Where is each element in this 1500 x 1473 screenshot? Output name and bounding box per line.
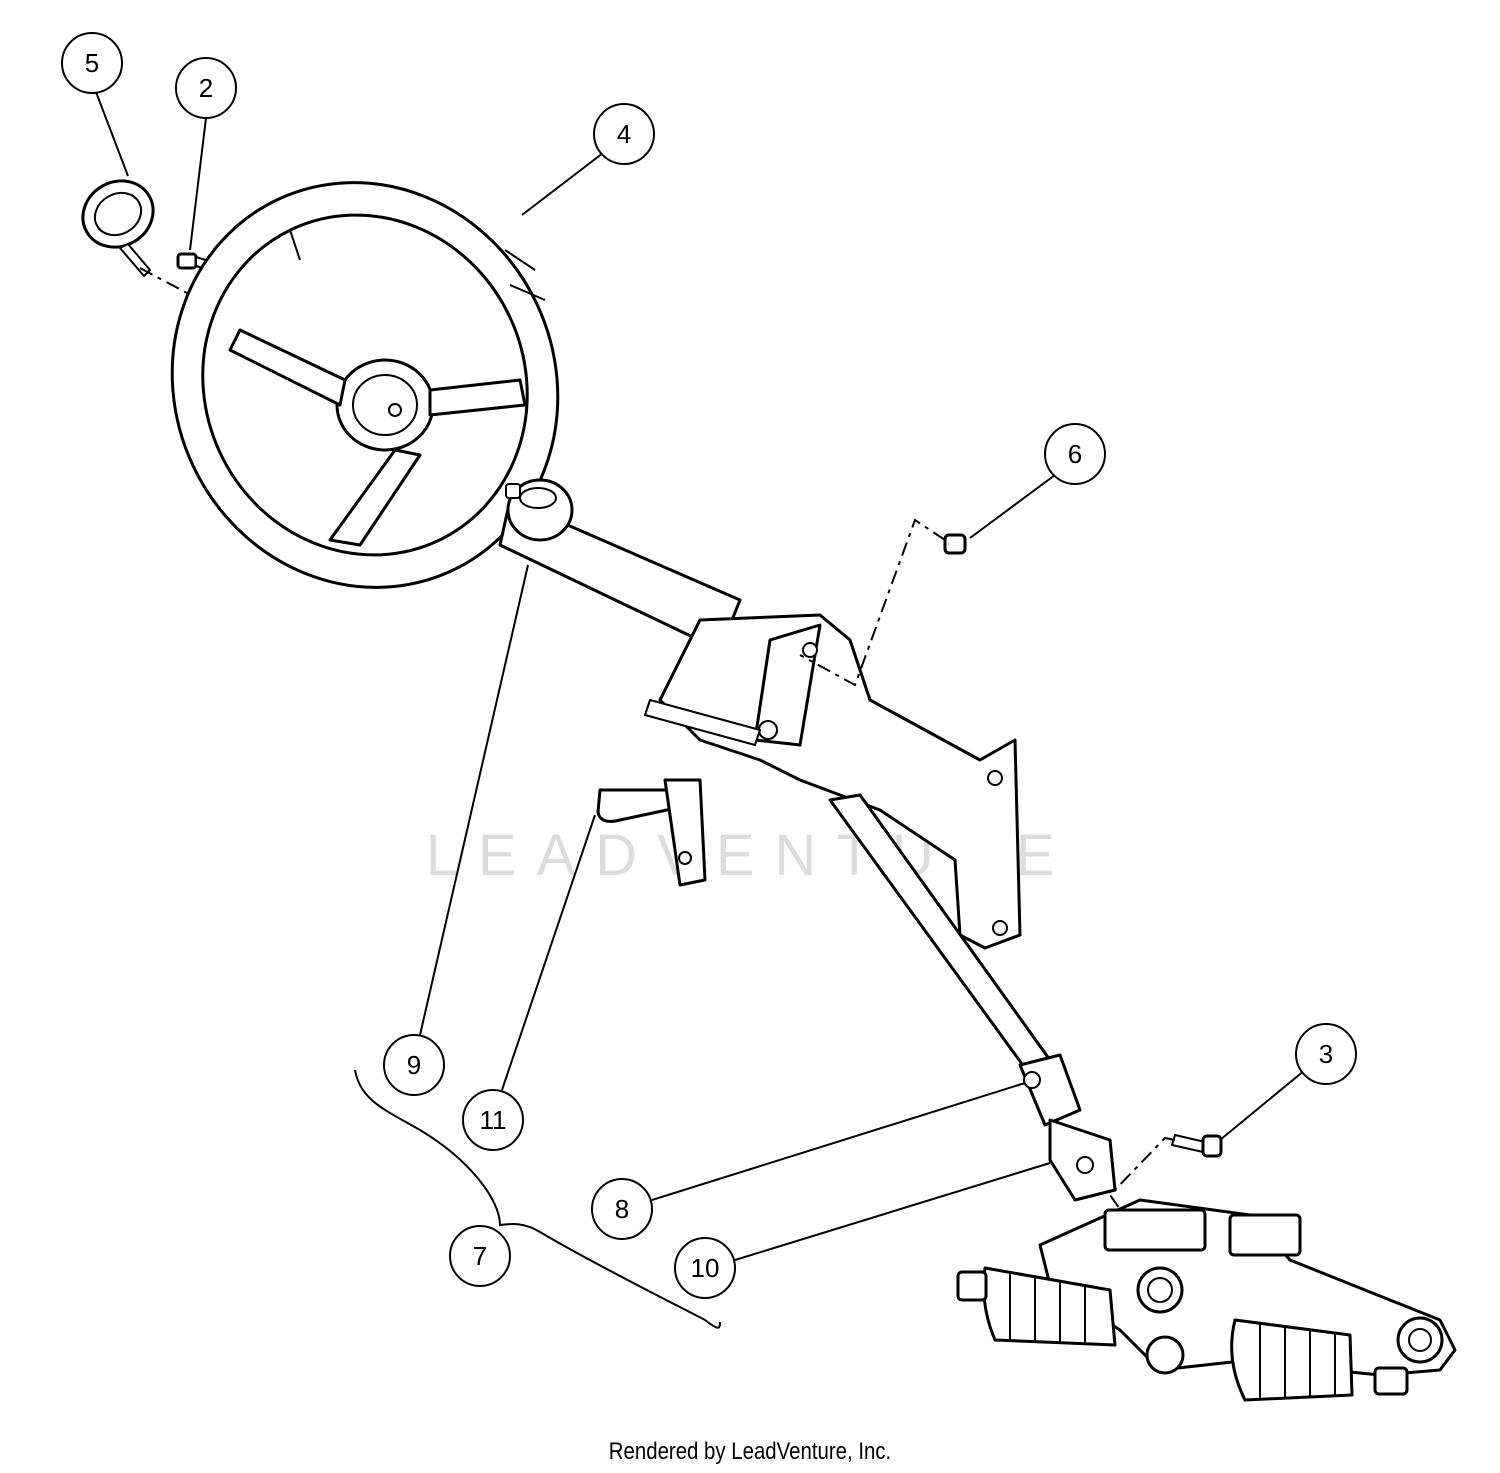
leader-6 — [969, 474, 1056, 539]
callout-2: 2 — [175, 57, 237, 119]
svg-text:10: 10 — [691, 1253, 720, 1283]
svg-text:2: 2 — [199, 73, 213, 103]
group-brace-7 — [354, 1069, 721, 1329]
callout-4: 4 — [593, 103, 655, 165]
leader-3 — [1219, 1069, 1306, 1141]
callout-3: 3 — [1295, 1023, 1357, 1085]
leader-10 — [734, 1162, 1051, 1261]
svg-text:5: 5 — [85, 48, 99, 78]
callout-5: 5 — [61, 32, 123, 94]
leader-2 — [189, 117, 207, 251]
callout-10: 10 — [674, 1237, 736, 1299]
callout-7: 7 — [449, 1225, 511, 1287]
part-9-steering-column — [498, 478, 742, 652]
steering-rack — [956, 1198, 1457, 1402]
callout-9: 9 — [383, 1034, 445, 1096]
part-10-universal-joint — [1048, 1118, 1117, 1202]
leader-11 — [501, 814, 596, 1091]
svg-text:6: 6 — [1068, 439, 1082, 469]
leader-8 — [651, 1082, 1026, 1201]
part-4-steering-wheel — [170, 181, 560, 589]
svg-text:11: 11 — [480, 1105, 507, 1135]
leader-9 — [419, 564, 529, 1036]
svg-text:4: 4 — [617, 119, 631, 149]
callout-6: 6 — [1044, 423, 1106, 485]
leader-4 — [521, 152, 604, 216]
footer-credit: Rendered by LeadVenture, Inc. — [608, 1438, 892, 1465]
svg-text:7: 7 — [473, 1241, 487, 1271]
svg-text:8: 8 — [615, 1194, 629, 1224]
part-6-nut — [943, 533, 967, 555]
column-mount-bracket — [596, 613, 1022, 950]
dashline-nut — [799, 518, 946, 687]
part-3-bolt — [1171, 1134, 1223, 1158]
part-5-steering-cap — [81, 179, 155, 277]
part-8-universal-joint — [1018, 1053, 1082, 1127]
callout-8: 8 — [591, 1178, 653, 1240]
callout-11: 11 — [462, 1089, 524, 1151]
svg-text:3: 3 — [1319, 1039, 1333, 1069]
svg-text:9: 9 — [407, 1050, 421, 1080]
leader-5 — [95, 91, 129, 177]
